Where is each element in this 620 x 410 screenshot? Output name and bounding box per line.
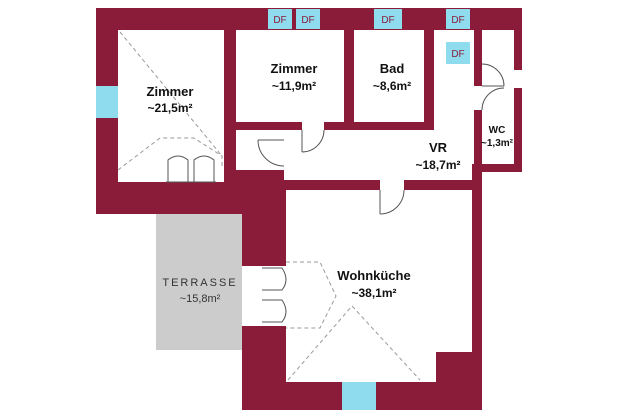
wall-wc-bottom xyxy=(472,164,522,172)
door-zimmer2 xyxy=(301,129,325,153)
wall-wc-left-lower xyxy=(474,110,482,172)
room-bad: Bad ~8,6m² xyxy=(373,61,411,93)
dashed-kitchen-triangle xyxy=(287,305,421,381)
wall-outer-right-upper xyxy=(514,8,522,70)
room-area: ~8,6m² xyxy=(373,79,411,93)
window-left xyxy=(96,86,118,118)
skylight-label: DF xyxy=(273,15,286,26)
wall-vr-bottom-a xyxy=(276,180,380,190)
skylight-label: DF xyxy=(381,15,394,26)
skylight-2: DF xyxy=(296,9,320,29)
room-area: ~38,1m² xyxy=(351,286,396,300)
window-bottom xyxy=(342,382,376,410)
skylight-label: DF xyxy=(451,49,464,60)
skylight-label: DF xyxy=(451,15,464,26)
wall-wc-left xyxy=(474,30,482,86)
skylight-box xyxy=(446,42,470,64)
wall-partition-1 xyxy=(224,8,236,184)
door-swing-right xyxy=(193,155,215,182)
skylight-5: DF xyxy=(446,42,470,64)
door-zimmer1-corridor xyxy=(257,139,285,167)
door-swing-left xyxy=(167,155,189,182)
skylight-3: DF xyxy=(374,9,402,29)
door-swing xyxy=(257,139,285,167)
doors xyxy=(166,63,505,323)
dashed-zimmer1-bottom xyxy=(117,137,223,171)
room-name: Wohnküche xyxy=(337,268,410,283)
skylight-4: DF xyxy=(446,9,470,29)
skylight-label: DF xyxy=(301,15,314,26)
wall-outer-bottom-left xyxy=(96,182,244,214)
windows xyxy=(96,86,376,410)
wall-outer-right-lower xyxy=(472,164,482,410)
room-wc: WC ~1,3m² xyxy=(481,125,514,149)
room-name: Zimmer xyxy=(271,61,318,76)
wall-bottom-right-block xyxy=(436,352,482,410)
dashed-zimmer1-diagonal xyxy=(119,31,223,157)
door-kitchen xyxy=(379,189,405,215)
room-name: TERRASSE xyxy=(162,277,237,289)
door-swing-top xyxy=(262,267,287,291)
dashed-lines xyxy=(117,31,421,381)
wall-zimmer2-bottom-b xyxy=(324,122,354,130)
room-vr: VR ~18,7m² xyxy=(415,140,460,172)
door-swing xyxy=(301,129,325,153)
door-swing xyxy=(481,63,505,87)
room-zimmer2: Zimmer ~11,9m² xyxy=(271,61,318,93)
skylights: DF DF DF DF DF xyxy=(268,9,470,64)
room-wohnkueche: Wohnküche ~38,1m² xyxy=(337,268,410,300)
wall-outer-right-wc xyxy=(514,88,522,172)
dashed-kitchen-left xyxy=(286,261,337,329)
room-area: ~21,5m² xyxy=(147,101,192,115)
skylight-box xyxy=(374,9,402,29)
door-terrace-kitchen xyxy=(262,267,287,323)
door-swing xyxy=(379,189,405,215)
door-swing-inner xyxy=(481,87,505,111)
wall-vr-bottom-b xyxy=(404,180,480,190)
wall-zimmer2-right xyxy=(344,8,354,130)
wall-bad-right xyxy=(424,8,434,130)
room-name: Bad xyxy=(380,61,405,76)
room-area: ~15,8m² xyxy=(180,293,221,305)
room-area: ~11,9m² xyxy=(272,79,316,93)
skylight-box xyxy=(446,9,470,29)
room-name: VR xyxy=(429,140,448,155)
wall-kitchen-left xyxy=(242,180,286,266)
skylight-1: DF xyxy=(268,9,292,29)
door-swing-bottom xyxy=(262,299,287,323)
door-wc xyxy=(481,63,505,111)
room-terrasse: TERRASSE ~15,8m² xyxy=(162,277,237,305)
room-area: ~18,7m² xyxy=(415,158,460,172)
wall-zimmer2-bottom-a xyxy=(236,122,302,130)
room-zimmer1: Zimmer ~21,5m² xyxy=(147,84,194,115)
terrace-area xyxy=(156,210,242,350)
room-area: ~1,3m² xyxy=(481,138,514,149)
skylight-box xyxy=(296,9,320,29)
room-name: WC xyxy=(489,125,506,136)
skylight-box xyxy=(268,9,292,29)
door-terrace-zimmer1 xyxy=(166,155,216,183)
wall-bad-bottom xyxy=(354,122,434,130)
room-name: Zimmer xyxy=(147,84,194,99)
